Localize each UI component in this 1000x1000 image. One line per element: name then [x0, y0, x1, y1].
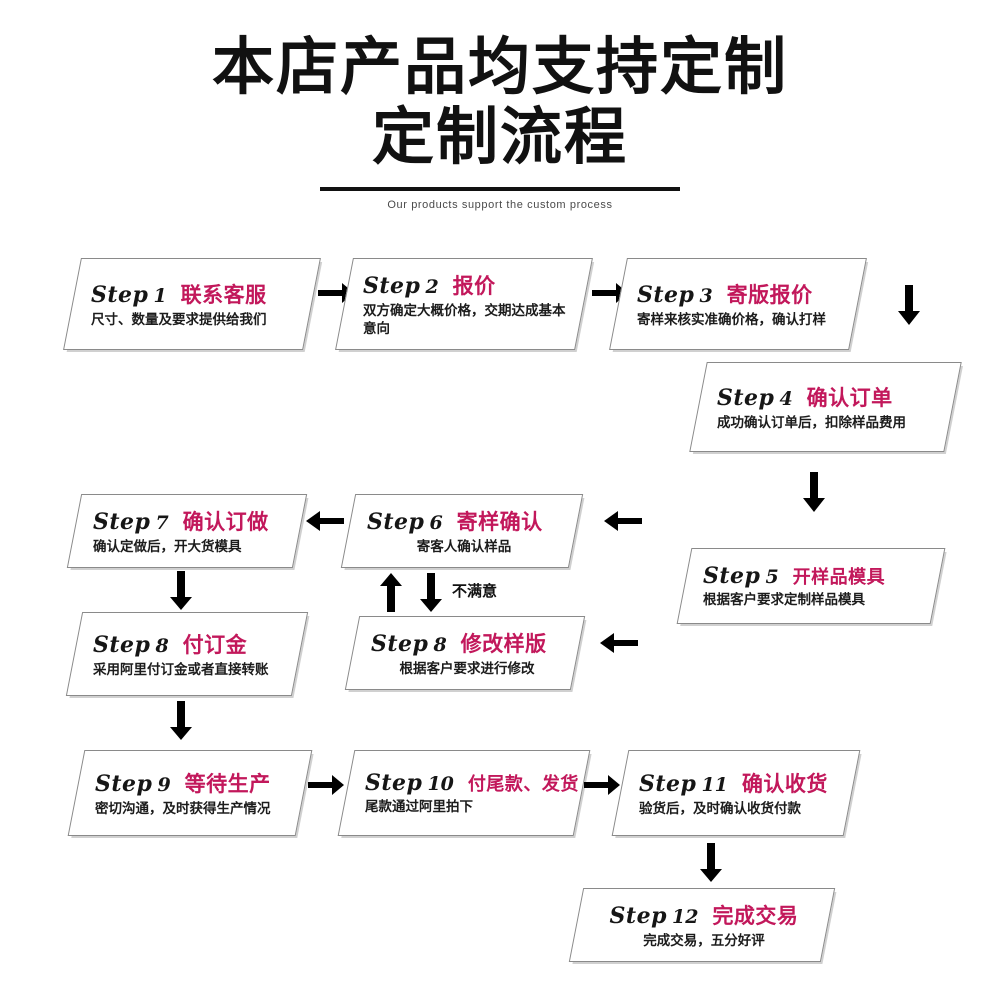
step-description: 成功确认订单后，扣除样品费用	[717, 415, 906, 432]
step-number: 6	[429, 512, 443, 535]
step-title: 完成交易	[712, 904, 799, 929]
arrow-left-step5-step6	[600, 508, 644, 534]
arrow-up-revise-to-step6	[378, 572, 404, 614]
step-number: 4	[779, 388, 793, 411]
node-step-1[interactable]: Step 1 联系客服 尺寸、数量及要求提供给我们	[63, 258, 321, 350]
step-title: 付订金	[182, 633, 248, 658]
node-step-8-revise[interactable]: Step 8 修改样版 根据客户要求进行修改	[344, 616, 586, 690]
step-number: 7	[155, 512, 169, 535]
step-label: Step	[639, 771, 697, 798]
step-title: 付尾款、发货	[467, 774, 579, 796]
node-step-3[interactable]: Step 3 寄版报价 寄样来核实准确价格，确认打样	[609, 258, 867, 350]
arrow-right-step10-step11	[582, 772, 622, 798]
step-description: 根据客户要求进行修改	[399, 661, 535, 678]
node-step-4[interactable]: Step 4 确认订单 成功确认订单后，扣除样品费用	[689, 362, 962, 452]
arrow-down-step6-to-revise	[418, 572, 444, 614]
node-step-11[interactable]: Step 11 确认收货 验货后，及时确认收货付款	[611, 750, 861, 836]
step-number: 11	[701, 774, 728, 797]
step-label: Step	[367, 509, 425, 536]
step-number: 8	[433, 634, 447, 657]
step-description: 采用阿里付订金或者直接转账	[93, 662, 269, 679]
step-label: Step	[717, 385, 775, 412]
arrow-down-step11-step12	[698, 842, 724, 884]
step-title: 报价	[452, 274, 496, 299]
page-title-line-1: 本店产品均支持定制	[211, 30, 788, 103]
step-description: 根据客户要求定制样品模具	[703, 592, 865, 609]
step-label: Step	[95, 771, 153, 798]
step-label: Step	[363, 273, 421, 300]
step-number: 1	[153, 285, 167, 308]
step-label: Step	[91, 282, 149, 309]
node-step-10[interactable]: Step 10 付尾款、发货 尾款通过阿里拍下	[337, 750, 591, 836]
arrow-left-step6-step7	[302, 508, 346, 534]
step-label: Step	[371, 631, 429, 658]
step-title: 确认订单	[806, 386, 893, 411]
node-step-12[interactable]: Step 12 完成交易 完成交易，五分好评	[568, 888, 836, 962]
step-title: 修改样版	[460, 632, 547, 657]
node-step-9[interactable]: Step 9 等待生产 密切沟通，及时获得生产情况	[67, 750, 313, 836]
step-label: Step	[703, 563, 761, 590]
arrow-down-step3-step4	[895, 283, 923, 327]
step-description: 寄客人确认样品	[416, 539, 512, 556]
step-number: 2	[425, 276, 439, 299]
arrow-right-step9-step10	[306, 772, 346, 798]
step-description: 验货后，及时确认收货付款	[639, 801, 801, 818]
step-title: 确认订做	[182, 510, 269, 535]
step-number: 8	[155, 635, 169, 658]
step-number: 12	[671, 906, 699, 929]
step-title: 开样品模具	[792, 567, 886, 589]
step-description: 尾款通过阿里拍下	[365, 799, 473, 816]
page-header: 本店产品均支持定制 定制流程 Our products support the …	[0, 30, 1000, 212]
step-title: 确认收货	[741, 772, 828, 797]
step-description: 密切沟通，及时获得生产情况	[95, 801, 271, 818]
step-label: Step	[93, 509, 151, 536]
arrow-left-into-step8-revise	[596, 630, 640, 656]
node-step-8-deposit[interactable]: Step 8 付订金 采用阿里付订金或者直接转账	[65, 612, 309, 696]
step-description: 尺寸、数量及要求提供给我们	[91, 312, 267, 329]
step-number: 5	[765, 566, 779, 589]
step-title: 等待生产	[184, 772, 271, 797]
node-step-5[interactable]: Step 5 开样品模具 根据客户要求定制样品模具	[676, 548, 946, 624]
step-title: 寄版报价	[726, 283, 813, 308]
arrow-down-step4-step5	[800, 470, 828, 514]
step-title: 联系客服	[180, 283, 267, 308]
page-subtitle: Our products support the custom process	[387, 199, 613, 212]
step-number: 3	[699, 285, 713, 308]
step-description: 确认定做后，开大货模具	[93, 539, 242, 556]
node-step-6[interactable]: Step 6 寄样确认 寄客人确认样品	[340, 494, 584, 568]
node-step-2[interactable]: Step 2 报价 双方确定大概价格，交期达成基本意向	[335, 258, 593, 350]
step-label: Step	[93, 632, 151, 659]
step-description: 寄样来核实准确价格，确认打样	[637, 312, 826, 329]
arrow-down-step8-step9	[168, 700, 194, 742]
step-label: Step	[637, 282, 695, 309]
step-label: Step	[609, 903, 667, 930]
page-title-line-2: 定制流程	[371, 99, 628, 173]
node-step-7[interactable]: Step 7 确认订做 确认定做后，开大货模具	[66, 494, 308, 568]
step-number: 9	[157, 774, 171, 797]
step-number: 10	[427, 773, 454, 796]
step-description: 完成交易，五分好评	[643, 933, 765, 950]
step-description: 双方确定大概价格，交期达成基本意向	[363, 303, 566, 337]
title-divider	[320, 187, 680, 192]
arrow-down-step7-step8-deposit	[168, 570, 194, 612]
step-title: 寄样确认	[456, 510, 543, 535]
edge-label-unsatisfied: 不满意	[452, 582, 498, 600]
step-label: Step	[365, 770, 423, 797]
